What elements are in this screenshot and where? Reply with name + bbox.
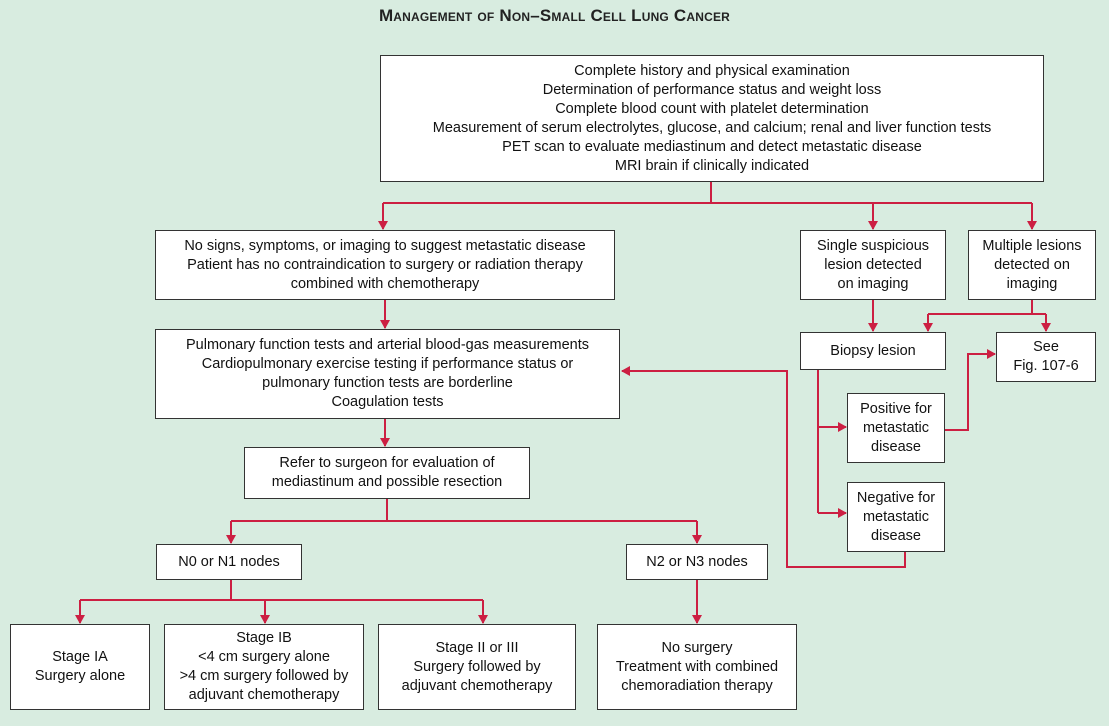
arrowhead xyxy=(838,508,847,518)
arrowhead xyxy=(692,615,702,624)
multiple-lesions-box: Multiple lesions detected on imaging xyxy=(968,230,1096,300)
biopsy-box: Biopsy lesion xyxy=(800,332,946,370)
positive-box: Positive for metastatic disease xyxy=(847,393,945,463)
arrowhead xyxy=(838,422,847,432)
negative-box: Negative for metastatic disease xyxy=(847,482,945,552)
arrowhead xyxy=(621,366,630,376)
arrowhead xyxy=(226,535,236,544)
arrowhead xyxy=(75,615,85,624)
n0-n1-box: N0 or N1 nodes xyxy=(156,544,302,580)
arrowhead xyxy=(923,323,933,332)
stage-ib-box: Stage IB <4 cm surgery alone >4 cm surge… xyxy=(164,624,364,710)
arrowhead xyxy=(260,615,270,624)
arrowhead xyxy=(478,615,488,624)
diagram-title: Management of Non–Small Cell Lung Cancer xyxy=(378,6,731,25)
arrowhead xyxy=(380,438,390,447)
no-metastasis-box: No signs, symptoms, or imaging to sugges… xyxy=(155,230,615,300)
pulmonary-tests-box: Pulmonary function tests and arterial bl… xyxy=(155,329,620,419)
connector-line xyxy=(945,353,995,431)
single-lesion-box: Single suspicious lesion detected on ima… xyxy=(800,230,946,300)
arrowhead xyxy=(1041,323,1051,332)
refer-surgeon-box: Refer to surgeon for evaluation of media… xyxy=(244,447,530,499)
connector-line xyxy=(622,370,906,568)
arrowhead xyxy=(692,535,702,544)
stage-ii-iii-box: Stage II or III Surgery followed by adju… xyxy=(378,624,576,710)
stage-ia-box: Stage IA Surgery alone xyxy=(10,624,150,710)
arrowhead xyxy=(868,221,878,230)
see-fig-box: See Fig. 107-6 xyxy=(996,332,1096,382)
initial-workup-box: Complete history and physical examinatio… xyxy=(380,55,1044,182)
arrowhead xyxy=(987,349,996,359)
no-surgery-box: No surgery Treatment with combined chemo… xyxy=(597,624,797,710)
arrowhead xyxy=(378,221,388,230)
n2-n3-box: N2 or N3 nodes xyxy=(626,544,768,580)
arrowhead xyxy=(868,323,878,332)
arrowhead xyxy=(380,320,390,329)
arrowhead xyxy=(1027,221,1037,230)
